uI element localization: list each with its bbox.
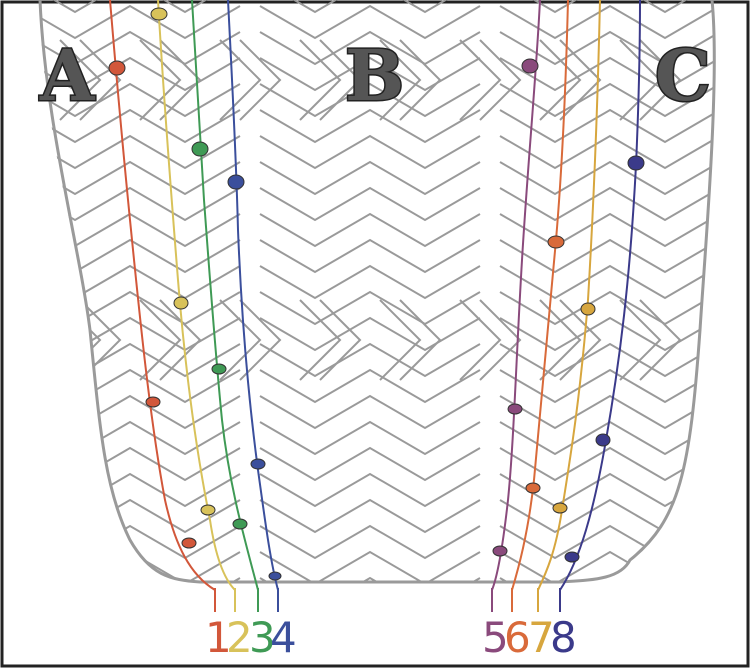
bead xyxy=(596,434,610,446)
bead xyxy=(109,61,125,75)
bead xyxy=(192,142,208,156)
strand-label-6: 6 xyxy=(504,613,531,662)
bead xyxy=(151,8,167,20)
bead xyxy=(522,59,538,73)
bead xyxy=(146,397,160,407)
bead xyxy=(548,236,564,248)
strand-label-8: 8 xyxy=(550,613,577,662)
region-label-c: C xyxy=(655,34,711,117)
bead xyxy=(201,505,215,515)
region-label-a: A xyxy=(39,34,96,117)
region-label-b: B xyxy=(345,34,404,117)
bead xyxy=(526,483,540,493)
bead xyxy=(628,156,644,170)
bead xyxy=(182,538,196,548)
bead xyxy=(212,364,226,374)
bead xyxy=(508,404,522,414)
bead xyxy=(493,546,507,556)
bead xyxy=(233,519,247,529)
bead xyxy=(581,303,595,315)
bead xyxy=(565,552,579,562)
bead xyxy=(553,503,567,513)
bead xyxy=(174,297,188,309)
bead xyxy=(251,459,265,469)
strand-label-4: 4 xyxy=(270,613,297,662)
bead xyxy=(228,175,244,189)
bead xyxy=(269,572,281,580)
